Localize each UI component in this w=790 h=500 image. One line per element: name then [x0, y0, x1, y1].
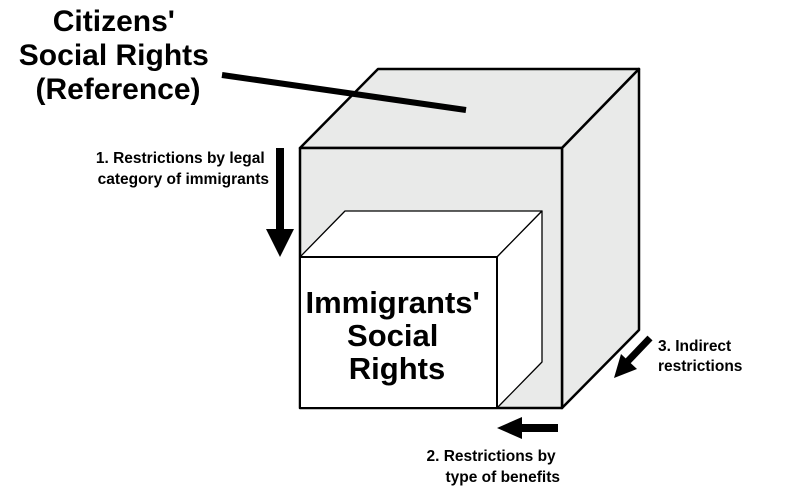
title-pointer-line — [221, 72, 467, 113]
inner-box-front-face — [299, 256, 498, 409]
benefit-type-restriction-label: 2. Restrictions by type of benefits — [426, 448, 560, 486]
indirect-restriction-line: 3. Indirect — [658, 338, 731, 355]
legal-category-restriction-label: 1. Restrictions by legal category of imm… — [96, 150, 269, 188]
indirect-restriction-line: restrictions — [658, 358, 742, 375]
citizens-rights-label-line: Social Rights — [19, 39, 209, 72]
legal-category-restriction-line: category of immigrants — [98, 171, 269, 188]
benefit-type-arrow-icon — [497, 417, 558, 439]
legal-category-restriction-line: 1. Restrictions by legal — [96, 150, 265, 167]
immigrants-rights-label-line: Social — [347, 318, 438, 353]
inner-box — [299, 210, 543, 409]
legal-category-arrow-icon — [266, 148, 294, 257]
immigrants-rights-label: Immigrants' Social Rights — [305, 285, 488, 386]
citizens-rights-label-line: (Reference) — [35, 73, 200, 106]
immigrants-rights-label-line: Rights — [349, 351, 445, 386]
citizens-rights-label: Citizens' Social Rights (Reference) — [19, 5, 217, 106]
benefit-type-restriction-line: type of benefits — [445, 469, 560, 486]
citizens-rights-label-line: Citizens' — [53, 5, 175, 38]
indirect-restriction-label: 3. Indirect restrictions — [658, 338, 742, 375]
indirect-restriction-arrow-icon — [614, 335, 653, 378]
benefit-type-restriction-line: 2. Restrictions by — [426, 448, 556, 465]
immigrants-rights-label-line: Immigrants' — [305, 285, 479, 320]
